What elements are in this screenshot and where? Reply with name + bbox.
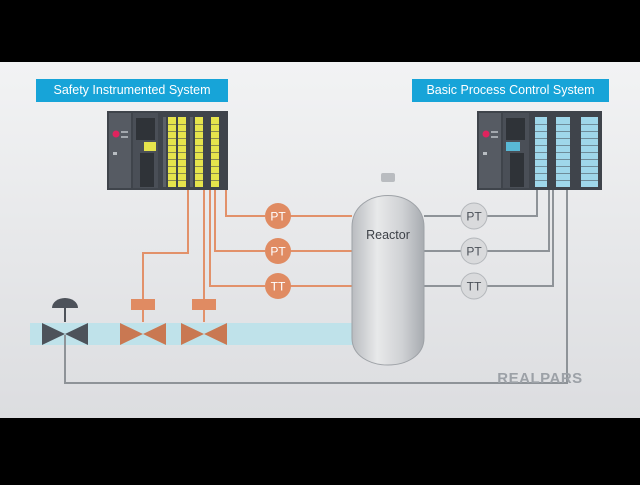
- bpcs-signal-lines: [64, 190, 568, 384]
- bpcs-plc-rack: [477, 111, 602, 190]
- sis-shutdown-valve-2: [181, 299, 227, 345]
- bpcs-control-valve: [42, 298, 88, 345]
- bpcs-tt-bubble: [460, 272, 488, 300]
- sis-instruments: [265, 203, 291, 299]
- reactor-label: Reactor: [366, 228, 410, 242]
- bpcs-pt-2-bubble: [460, 237, 488, 265]
- bpcs-instrument-label-1: PT: [466, 210, 482, 224]
- sis-instrument-label-1: PT: [270, 210, 286, 224]
- bpcs-title: Basic Process Control System: [426, 83, 595, 97]
- sis-instrument-label-2: PT: [270, 245, 286, 259]
- bpcs-instrument-label-2: PT: [466, 245, 482, 259]
- sis-plc-rack: [107, 111, 228, 190]
- realpars-logo: REALPARS: [497, 370, 582, 387]
- sis-tt-bubble: [265, 273, 291, 299]
- sis-instrument-label-3: TT: [271, 280, 286, 294]
- sis-signal-lines: [142, 190, 352, 322]
- bpcs-title-box: [412, 79, 609, 102]
- bpcs-instrument-label-3: TT: [467, 280, 482, 294]
- sis-title: Safety Instrumented System: [53, 83, 211, 97]
- reactor-vessel: [351, 173, 425, 366]
- sis-shutdown-valve-1: [120, 299, 166, 345]
- sis-pt-1-bubble: [265, 203, 291, 229]
- sis-pt-2-bubble: [265, 238, 291, 264]
- bpcs-pt-1-bubble: [460, 202, 488, 230]
- bpcs-instruments: [460, 202, 488, 300]
- sis-title-box: [36, 79, 228, 102]
